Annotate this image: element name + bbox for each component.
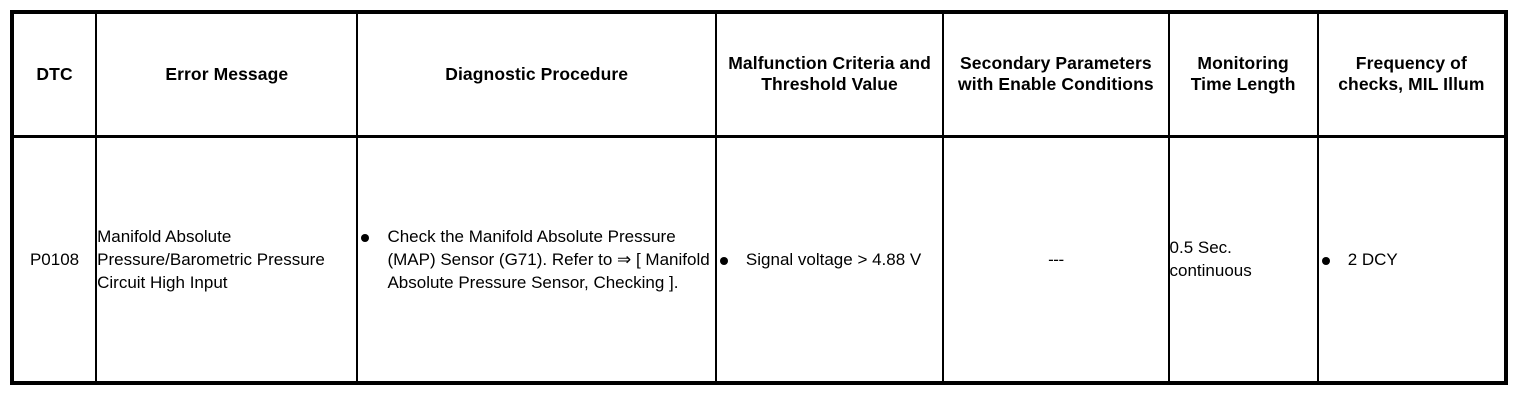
error-message-value: Manifold Absolute Pressure/Barometric Pr… <box>97 226 325 292</box>
column-header-monitoring-time: Monitoring Time Length <box>1167 12 1319 138</box>
column-header-malfunction-criteria: Malfunction Criteria and Threshold Value <box>714 12 945 138</box>
monitoring-time-value: 0.5 Sec. continuous <box>1169 238 1252 281</box>
secondary-parameters-value: --- <box>1048 249 1064 269</box>
column-header-dtc-label: DTC <box>36 63 73 84</box>
list-item: 2 DCY <box>1319 248 1504 271</box>
list-item: Signal voltage > 4.88 V <box>717 248 942 271</box>
bullet-icon <box>1321 256 1330 265</box>
column-header-diagnostic-procedure-label: Diagnostic Procedure <box>445 63 629 84</box>
dtc-diagnostic-table: DTC Error Message Diagnostic Procedure M… <box>10 10 1508 385</box>
header-row: DTC Error Message Diagnostic Procedure M… <box>12 12 1506 138</box>
column-header-secondary-parameters-label: Secondary Parameters with Enable Conditi… <box>958 53 1154 95</box>
column-header-frequency-of-checks-label: Frequency of checks, MIL Illum <box>1338 53 1485 95</box>
frequency-of-checks-list: 2 DCY <box>1319 248 1504 271</box>
malfunction-criteria-list: Signal voltage > 4.88 V <box>717 248 942 271</box>
list-item: Check the Manifold Absolute Pressure (MA… <box>358 225 714 294</box>
table-row: P0108 Manifold Absolute Pressure/Baromet… <box>12 136 1506 383</box>
column-header-monitoring-time-label: Monitoring Time Length <box>1190 53 1296 95</box>
column-header-frequency-of-checks: Frequency of checks, MIL Illum <box>1316 12 1506 138</box>
cell-secondary-parameters: --- <box>942 136 1170 383</box>
cell-malfunction-criteria: Signal voltage > 4.88 V <box>714 136 945 383</box>
bullet-icon <box>719 256 728 265</box>
cell-dtc-code: P0108 <box>12 136 98 383</box>
table-header: DTC Error Message Diagnostic Procedure M… <box>12 12 1506 138</box>
frequency-of-checks-item-text: 2 DCY <box>1347 249 1398 269</box>
diagnostic-procedure-item-text: Check the Manifold Absolute Pressure (MA… <box>387 226 710 292</box>
cell-monitoring-time: 0.5 Sec. continuous <box>1167 136 1319 383</box>
table-body: P0108 Manifold Absolute Pressure/Baromet… <box>12 136 1506 383</box>
column-header-malfunction-criteria-label: Malfunction Criteria and Threshold Value <box>728 53 931 95</box>
malfunction-criteria-item-text: Signal voltage > 4.88 V <box>745 249 922 269</box>
bullet-icon <box>361 233 370 242</box>
dtc-code-value: P0108 <box>29 249 80 269</box>
column-header-error-message: Error Message <box>95 12 359 138</box>
column-header-dtc: DTC <box>12 12 98 138</box>
column-header-diagnostic-procedure: Diagnostic Procedure <box>356 12 717 138</box>
cell-diagnostic-procedure: Check the Manifold Absolute Pressure (MA… <box>356 136 717 383</box>
column-header-error-message-label: Error Message <box>165 63 289 84</box>
cell-error-message: Manifold Absolute Pressure/Barometric Pr… <box>95 136 359 383</box>
column-header-secondary-parameters: Secondary Parameters with Enable Conditi… <box>942 12 1170 138</box>
cell-frequency-of-checks: 2 DCY <box>1316 136 1506 383</box>
diagnostic-procedure-list: Check the Manifold Absolute Pressure (MA… <box>358 225 714 294</box>
